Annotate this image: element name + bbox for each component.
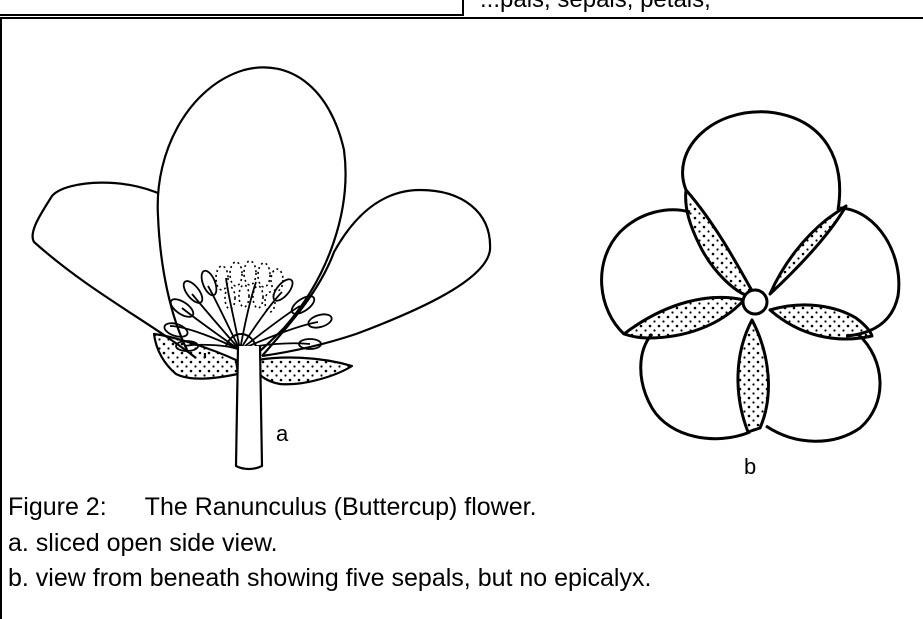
- lower-right-petal: [766, 334, 880, 441]
- figure-number: Figure 2:: [8, 493, 107, 521]
- caption-line-b: b. view from beneath showing five sepals…: [8, 563, 651, 593]
- sepal-top-left: [686, 190, 756, 298]
- label-a: a: [276, 421, 289, 446]
- figure-caption-title: Figure 2: The Ranunculus (Buttercup) flow…: [8, 492, 537, 522]
- top-petal: [683, 112, 840, 210]
- right-sepal: [258, 358, 352, 385]
- figure-title: The Ranunculus (Buttercup) flower.: [145, 493, 537, 521]
- caption-line-a: a. sliced open side view.: [8, 528, 278, 558]
- side-view-flower: [33, 67, 491, 469]
- sepal-bottom: [738, 320, 768, 432]
- lower-left-petal: [641, 334, 750, 439]
- center-circle: [743, 290, 767, 314]
- sepal-right: [770, 305, 872, 339]
- sepal-left: [624, 297, 744, 338]
- label-b: b: [744, 454, 756, 479]
- sepal-top-right: [770, 206, 846, 294]
- stalk: [236, 346, 262, 469]
